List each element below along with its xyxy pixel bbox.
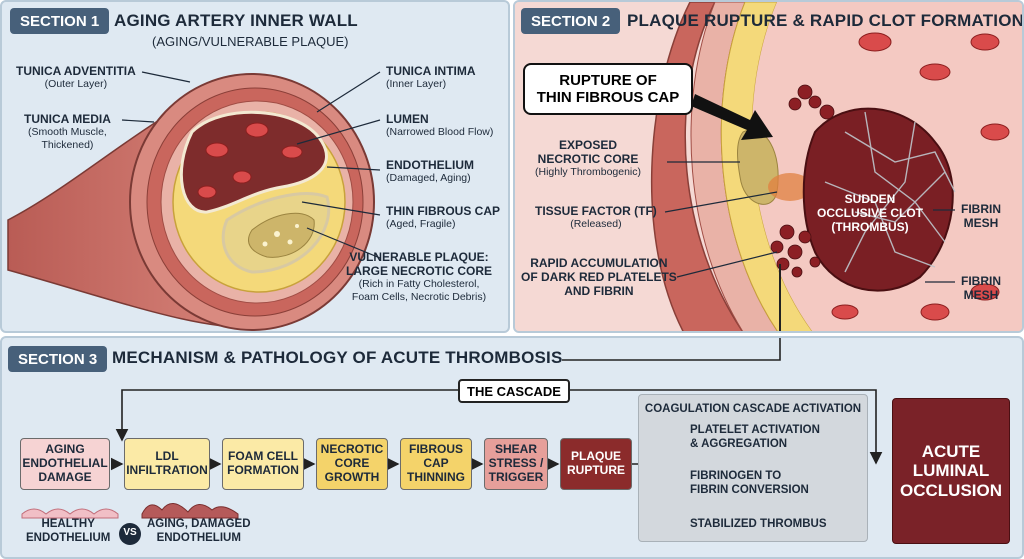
coagulation-item: PLATELET ACTIVATION& AGGREGATION (690, 424, 820, 450)
cascade-step-line: SHEAR (494, 442, 537, 457)
rupture-callout: RUPTURE OF THIN FIBROUS CAP (523, 63, 693, 115)
cascade-step-line: ENDOTHELIAL (22, 456, 108, 471)
label-tunica-adventitia: TUNICA ADVENTITIA(Outer Layer) (16, 64, 136, 91)
cascade-step-line: PLAQUE (570, 449, 621, 464)
cascade-step-line: RUPTURE (566, 463, 625, 477)
acute-occlusion-box: ACUTE LUMINAL OCCLUSION (892, 398, 1010, 544)
section-1-panel: SECTION 1 AGING ARTERY INNER WALL (AGING… (0, 0, 510, 333)
label-thin-fibrous-cap: THIN FIBROUS CAP(Aged, Fragile) (386, 204, 500, 231)
cascade-step-line: CORE (334, 456, 370, 471)
cascade-step-line: TRIGGER (488, 469, 544, 484)
section-3-title: MECHANISM & PATHOLOGY OF ACUTE THROMBOSI… (112, 348, 563, 367)
cascade-step-line: STRESS / (488, 456, 544, 471)
vs-badge: VS (123, 527, 137, 538)
cascade-step-line: THINNING (407, 469, 465, 484)
section-2-title: PLAQUE RUPTURE & RAPID CLOT FORMATION (627, 11, 1024, 30)
label-endothelium: ENDOTHELIUM(Damaged, Aging) (386, 158, 474, 185)
cascade-step-line: FIBROUS (409, 442, 463, 457)
cascade-step-line: AGING (45, 442, 85, 457)
section-2-panel: SECTION 2 PLAQUE RUPTURE & RAPID CLOT FO… (513, 0, 1024, 333)
section-1-subtitle: (AGING/VULNERABLE PLAQUE) (152, 34, 349, 49)
label-tissue-factor: TISSUE FACTOR (TF)(Released) (535, 204, 657, 231)
section-2-tag: SECTION 2 (521, 8, 621, 34)
section-3-tag: SECTION 3 (8, 346, 108, 372)
cascade-step-line: FORMATION (227, 463, 299, 477)
section-1-title: AGING ARTERY INNER WALL (114, 11, 358, 30)
artery-cross-section-illustration (7, 71, 381, 331)
cascade-step-line: CAP (423, 456, 449, 471)
section-1-tag: SECTION 1 (10, 8, 110, 34)
label-lumen: LUMEN(Narrowed Blood Flow) (386, 112, 494, 139)
label-tunica-media: TUNICA MEDIA(Smooth Muscle,Thickened) (24, 112, 111, 151)
cascade-step-line: LDL (155, 449, 179, 464)
cascade-label: THE CASCADE (458, 379, 570, 403)
coagulation-title: COAGULATION CASCADE ACTIVATION (644, 403, 862, 415)
cascade-step-line: DAMAGE (38, 469, 92, 484)
cascade-step-line: GROWTH (324, 469, 380, 484)
cascade-step-line: INFILTRATION (126, 463, 208, 477)
section-3-panel: SECTION 3 MECHANISM & PATHOLOGY OF ACUTE… (0, 336, 1024, 559)
cascade-step-line: FOAM CELL (227, 449, 298, 464)
coagulation-item: STABILIZED THROMBUS (690, 518, 827, 530)
label-vulnerable-plaque: VULNERABLE PLAQUE:LARGE NECROTIC CORE (R… (346, 250, 493, 303)
label-tunica-intima: TUNICA INTIMA(Inner Layer) (386, 64, 476, 91)
coagulation-box: COAGULATION CASCADE ACTIVATION (638, 394, 868, 542)
cascade-step-line: NECROTIC (320, 442, 384, 457)
